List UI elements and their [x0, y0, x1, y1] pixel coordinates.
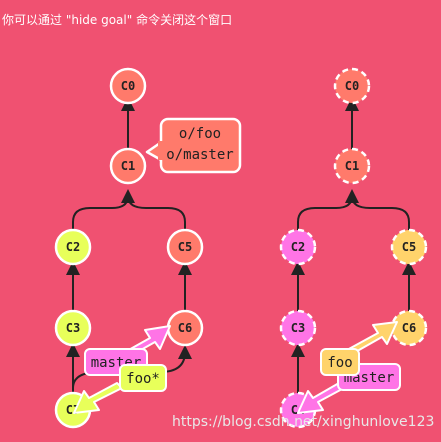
commit-c3-label: C3 — [66, 321, 80, 335]
branch-foo-arrow — [73, 382, 123, 414]
goal-branch-foo: foo — [320, 348, 360, 376]
goal-branch-foo-box — [320, 348, 360, 376]
edge-c2-c1 — [72, 189, 135, 233]
commit-c2-circle — [54, 228, 92, 266]
commit-c6[interactable]: C6 — [166, 309, 204, 347]
goal-commit-c3: C3 — [279, 309, 317, 347]
goal-commit-c0-circle — [333, 67, 371, 105]
remote-branch-tag[interactable]: o/foo o/master — [145, 117, 242, 174]
goal-branch-foo-label: foo — [327, 355, 352, 371]
goal-tree-edges — [291, 97, 416, 396]
commit-c3-circle — [54, 309, 92, 347]
commit-c0-label: C0 — [121, 79, 135, 93]
goal-master-arrow-shape — [297, 382, 345, 414]
goal-commit-c5: C5 — [390, 228, 428, 266]
commit-c5[interactable]: C5 — [166, 228, 204, 266]
current-tree-edges — [66, 97, 192, 396]
branch-foo-label: foo* — [126, 371, 160, 387]
edge-c5-c1 — [127, 195, 186, 233]
remote-tag-o-foo: o/foo — [179, 126, 221, 142]
branch-foo-box — [119, 364, 167, 392]
goal-commit-c5-label: C5 — [402, 240, 416, 254]
goal-commit-c6: C6 — [390, 309, 428, 347]
goal-edge-c2-c1 — [297, 189, 359, 233]
commit-c3[interactable]: C3 — [54, 309, 92, 347]
foo-arrow-shape — [73, 382, 123, 414]
goal-commit-c2: C2 — [279, 228, 317, 266]
goal-commit-c1-circle — [333, 147, 371, 185]
goal-commit-c3-label: C3 — [291, 321, 305, 335]
branch-foo[interactable]: foo* — [119, 364, 167, 392]
commit-c1-circle — [109, 147, 147, 185]
commit-c2-label: C2 — [66, 240, 80, 254]
goal-commit-c3-circle — [279, 309, 317, 347]
goal-commit-c0: C0 — [333, 67, 371, 105]
commit-c1-label: C1 — [121, 159, 135, 173]
hide-goal-hint: 你可以通过 "hide goal" 命令关闭这个窗口 — [2, 13, 233, 27]
watermark: https://blog.csdn.net/xinghunlove123 — [172, 414, 435, 430]
goal-commit-c2-label: C2 — [291, 240, 305, 254]
goal-commit-c6-label: C6 — [402, 321, 416, 335]
goal-edge-c5-c1 — [351, 195, 410, 233]
goal-commit-c5-circle — [390, 228, 428, 266]
goal-commit-c1-label: C1 — [345, 159, 359, 173]
commit-c6-label: C6 — [178, 321, 192, 335]
goal-commit-c1: C1 — [333, 147, 371, 185]
commit-c5-label: C5 — [178, 240, 192, 254]
goal-commit-c2-circle — [279, 228, 317, 266]
commit-c1[interactable]: C1 — [109, 147, 147, 185]
commit-c5-circle — [166, 228, 204, 266]
commit-c0-circle — [109, 67, 147, 105]
commit-c2[interactable]: C2 — [54, 228, 92, 266]
commit-c0[interactable]: C0 — [109, 67, 147, 105]
goal-commit-c0-label: C0 — [345, 79, 359, 93]
goal-branch-master-arrow — [297, 382, 345, 414]
remote-tag-o-master: o/master — [166, 147, 233, 163]
